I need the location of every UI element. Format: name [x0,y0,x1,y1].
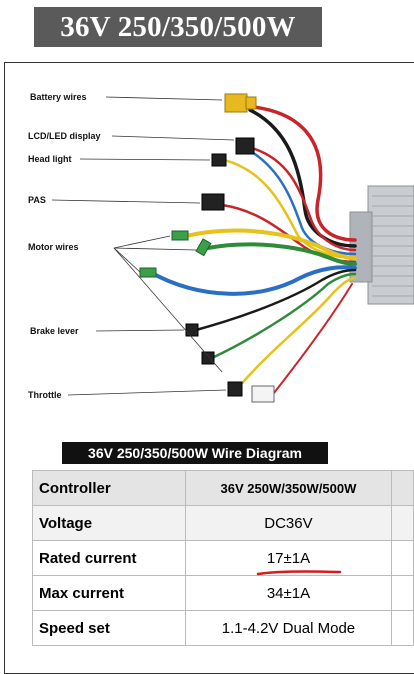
table-cell: Speed set [31,610,187,646]
table-cell: Max current [31,575,187,611]
battery-wires-label: Battery wires [30,92,87,102]
throttle-leader [67,389,227,396]
spec-table: Controller 36V 250W/350W/500W Voltage DC… [31,470,414,646]
motor-leader-2 [113,247,197,251]
head-light-label: Head light [28,154,72,164]
pas-leader [51,199,201,204]
motor-wire-green [206,242,357,266]
brake-connectors-icon [185,323,215,365]
wire-diagram-title: 36V 250/350/500W Wire Diagram [62,442,328,464]
table-row: Voltage DC36V [31,505,414,541]
table-cell: 1.1-4.2V Dual Mode [185,610,392,646]
headlight-leader [79,158,211,161]
lcd-connector-icon [235,137,255,155]
controller-wiring-diagram [51,93,414,403]
table-cell [390,505,414,541]
brake-wire-2 [210,272,357,360]
table-cell [390,470,414,506]
table-cell: Controller [31,470,187,506]
pas-connector-icon [201,193,225,211]
motor-wire-blue [148,265,357,296]
table-cell: 36V 250W/350W/500W [185,470,392,506]
pas-label: PAS [28,195,46,205]
motor-connectors-icon [139,230,212,278]
red-underline-annotation [256,570,342,576]
throttle-wire [236,276,357,390]
table-cell: Voltage [31,505,187,541]
table-header-row: Controller 36V 250W/350W/500W [31,470,414,506]
brake-leader [95,329,185,332]
motor-leader-3 [113,247,141,273]
lcd-display-label: LCD/LED display [28,131,101,141]
table-row: Rated current 17±1A [31,540,414,576]
page-title: 36V 250/350/500W [34,7,322,47]
motor-wire-yellow [184,228,357,260]
battery-leader [105,96,223,101]
headlight-wire [222,158,357,260]
table-cell [390,540,414,576]
table-cell: Rated current [31,540,187,576]
table-cell [390,610,414,646]
throttle-connector-icon [227,381,275,403]
lcd-wire-2 [250,150,357,256]
battery-connector-icon [224,93,257,113]
table-cell: 34±1A [185,575,392,611]
motor-leader-1 [113,235,171,249]
table-cell [390,575,414,611]
headlight-connector-icon [211,153,227,167]
lcd-wire-1 [250,146,357,252]
battery-wire-black [248,108,357,248]
battery-wire-red [242,104,357,242]
extra-wire-red [269,283,353,399]
brake-lever-label: Brake lever [30,326,79,336]
brake-wire-1 [194,268,357,332]
throttle-label: Throttle [28,390,62,400]
controller-box [349,185,414,305]
motor-leader-4 [113,247,223,373]
motor-wires-label: Motor wires [28,242,79,252]
table-cell: DC36V [185,505,392,541]
table-row: Speed set 1.1-4.2V Dual Mode [31,610,414,646]
lcd-leader [111,135,235,141]
table-row: Max current 34±1A [31,575,414,611]
